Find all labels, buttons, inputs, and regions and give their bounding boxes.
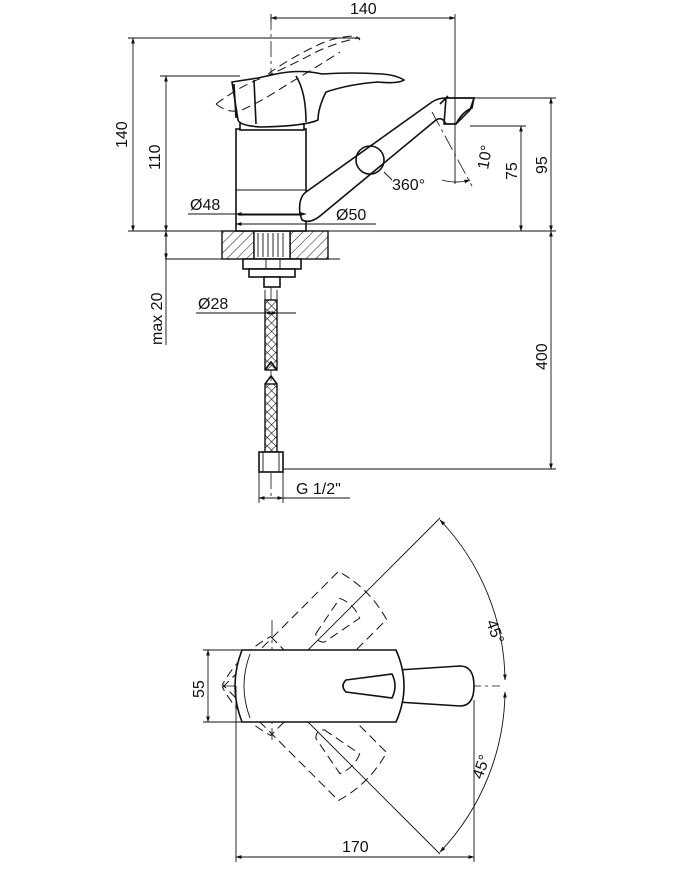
dim-height-body: 110: [147, 75, 240, 232]
mounting-plate-section: [221, 230, 329, 260]
dim-hose-length: 400: [283, 230, 556, 470]
angle-arc-upper: [439, 519, 507, 681]
angle-arc-lower: [439, 691, 507, 853]
dim-thread-label: G 1/2": [296, 481, 341, 498]
dim-plan-length-label: 170: [342, 839, 369, 856]
dim-height-spout: 95: [474, 97, 556, 232]
handle-rotated-up: [221, 570, 388, 737]
dim-max-thickness: max 20: [149, 230, 168, 345]
side-view: 360° 140 140 110 95: [114, 1, 556, 503]
dim-plan-width-label: 55: [191, 680, 208, 698]
dim-angle-tip-label: 10°: [475, 144, 496, 171]
dim-height-body-label: 110: [147, 144, 164, 170]
rotation-indicator: [355, 145, 385, 175]
lever-raised-outline: [215, 35, 361, 112]
dim-height-total: 140: [114, 37, 360, 232]
plan-view: 45° 45° 55 170: [191, 517, 507, 862]
dim-plan-width: 55: [191, 649, 244, 723]
plan-handle: [234, 649, 405, 723]
dim-hose-length-label: 400: [534, 343, 551, 370]
dim-width-top-label: 140: [350, 1, 377, 18]
dim-height-tip-label: 75: [504, 162, 521, 180]
lever-handle: [231, 70, 406, 128]
dim-height-total-label: 140: [114, 121, 131, 148]
dim-max-thickness-label: max 20: [149, 292, 166, 345]
angle-lower-label: 45°: [470, 753, 494, 782]
plan-spout: [397, 665, 475, 707]
fixing-nut: [242, 258, 302, 288]
dim-height-spout-label: 95: [534, 156, 551, 174]
angle-upper-label: 45°: [482, 618, 506, 647]
dim-diam-shank: Ø28: [196, 290, 296, 316]
dim-diam-body: Ø48: [188, 197, 307, 216]
spout: [298, 95, 476, 223]
dim-width-top: 140: [270, 1, 456, 98]
supply-hose: [258, 299, 284, 473]
dim-diam-body-label: Ø48: [190, 197, 220, 214]
rotation-label: 360°: [392, 177, 425, 194]
dim-height-tip: 75: [470, 125, 526, 232]
dim-diam-shank-label: Ø28: [198, 296, 228, 313]
dim-plan-length: 170: [235, 686, 475, 862]
dim-diam-base: Ø50: [235, 207, 376, 226]
dim-thread: G 1/2": [258, 472, 350, 503]
dim-diam-base-label: Ø50: [336, 207, 366, 224]
dim-angle-tip: 10°: [441, 98, 496, 184]
